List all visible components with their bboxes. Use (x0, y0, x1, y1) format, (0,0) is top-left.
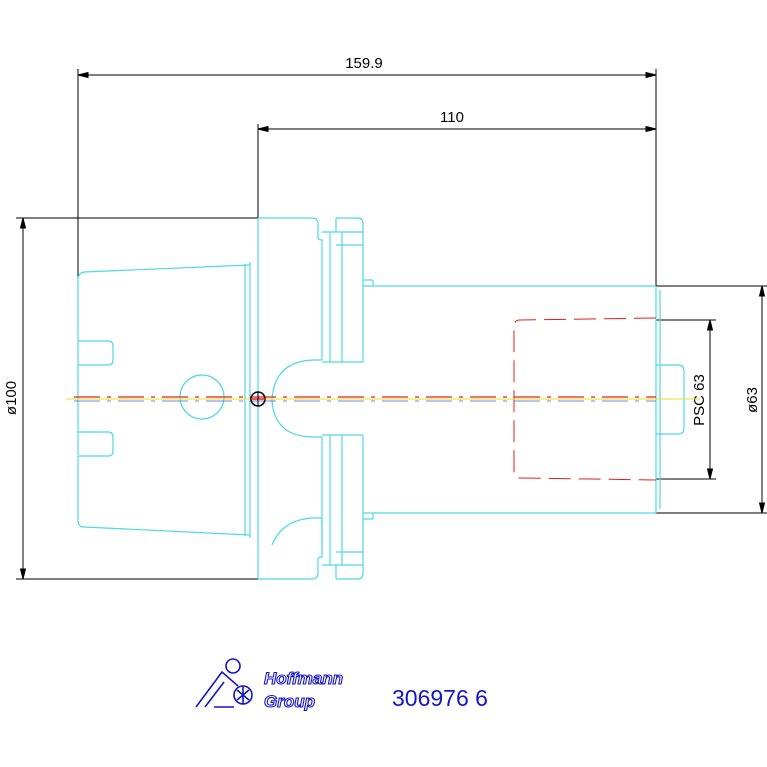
dimension-flange-diameter: ø100 (3, 381, 20, 415)
hoffmann-group-logo-icon (195, 658, 253, 708)
part-number: 306976 6 (392, 685, 488, 711)
brand-name-line2: Group (264, 692, 315, 711)
dimension-lines (16, 69, 767, 580)
dimension-interface-size: PSC 63 (691, 374, 708, 426)
dimension-body-diameter: ø63 (744, 387, 761, 413)
brand-name-line1: Hoffmann (264, 669, 343, 688)
dimension-gauge-length: 110 (440, 109, 464, 126)
center-lines (66, 396, 700, 402)
gauge-point-marker (250, 391, 266, 407)
dimension-overall-length: 159.9 (345, 55, 383, 72)
